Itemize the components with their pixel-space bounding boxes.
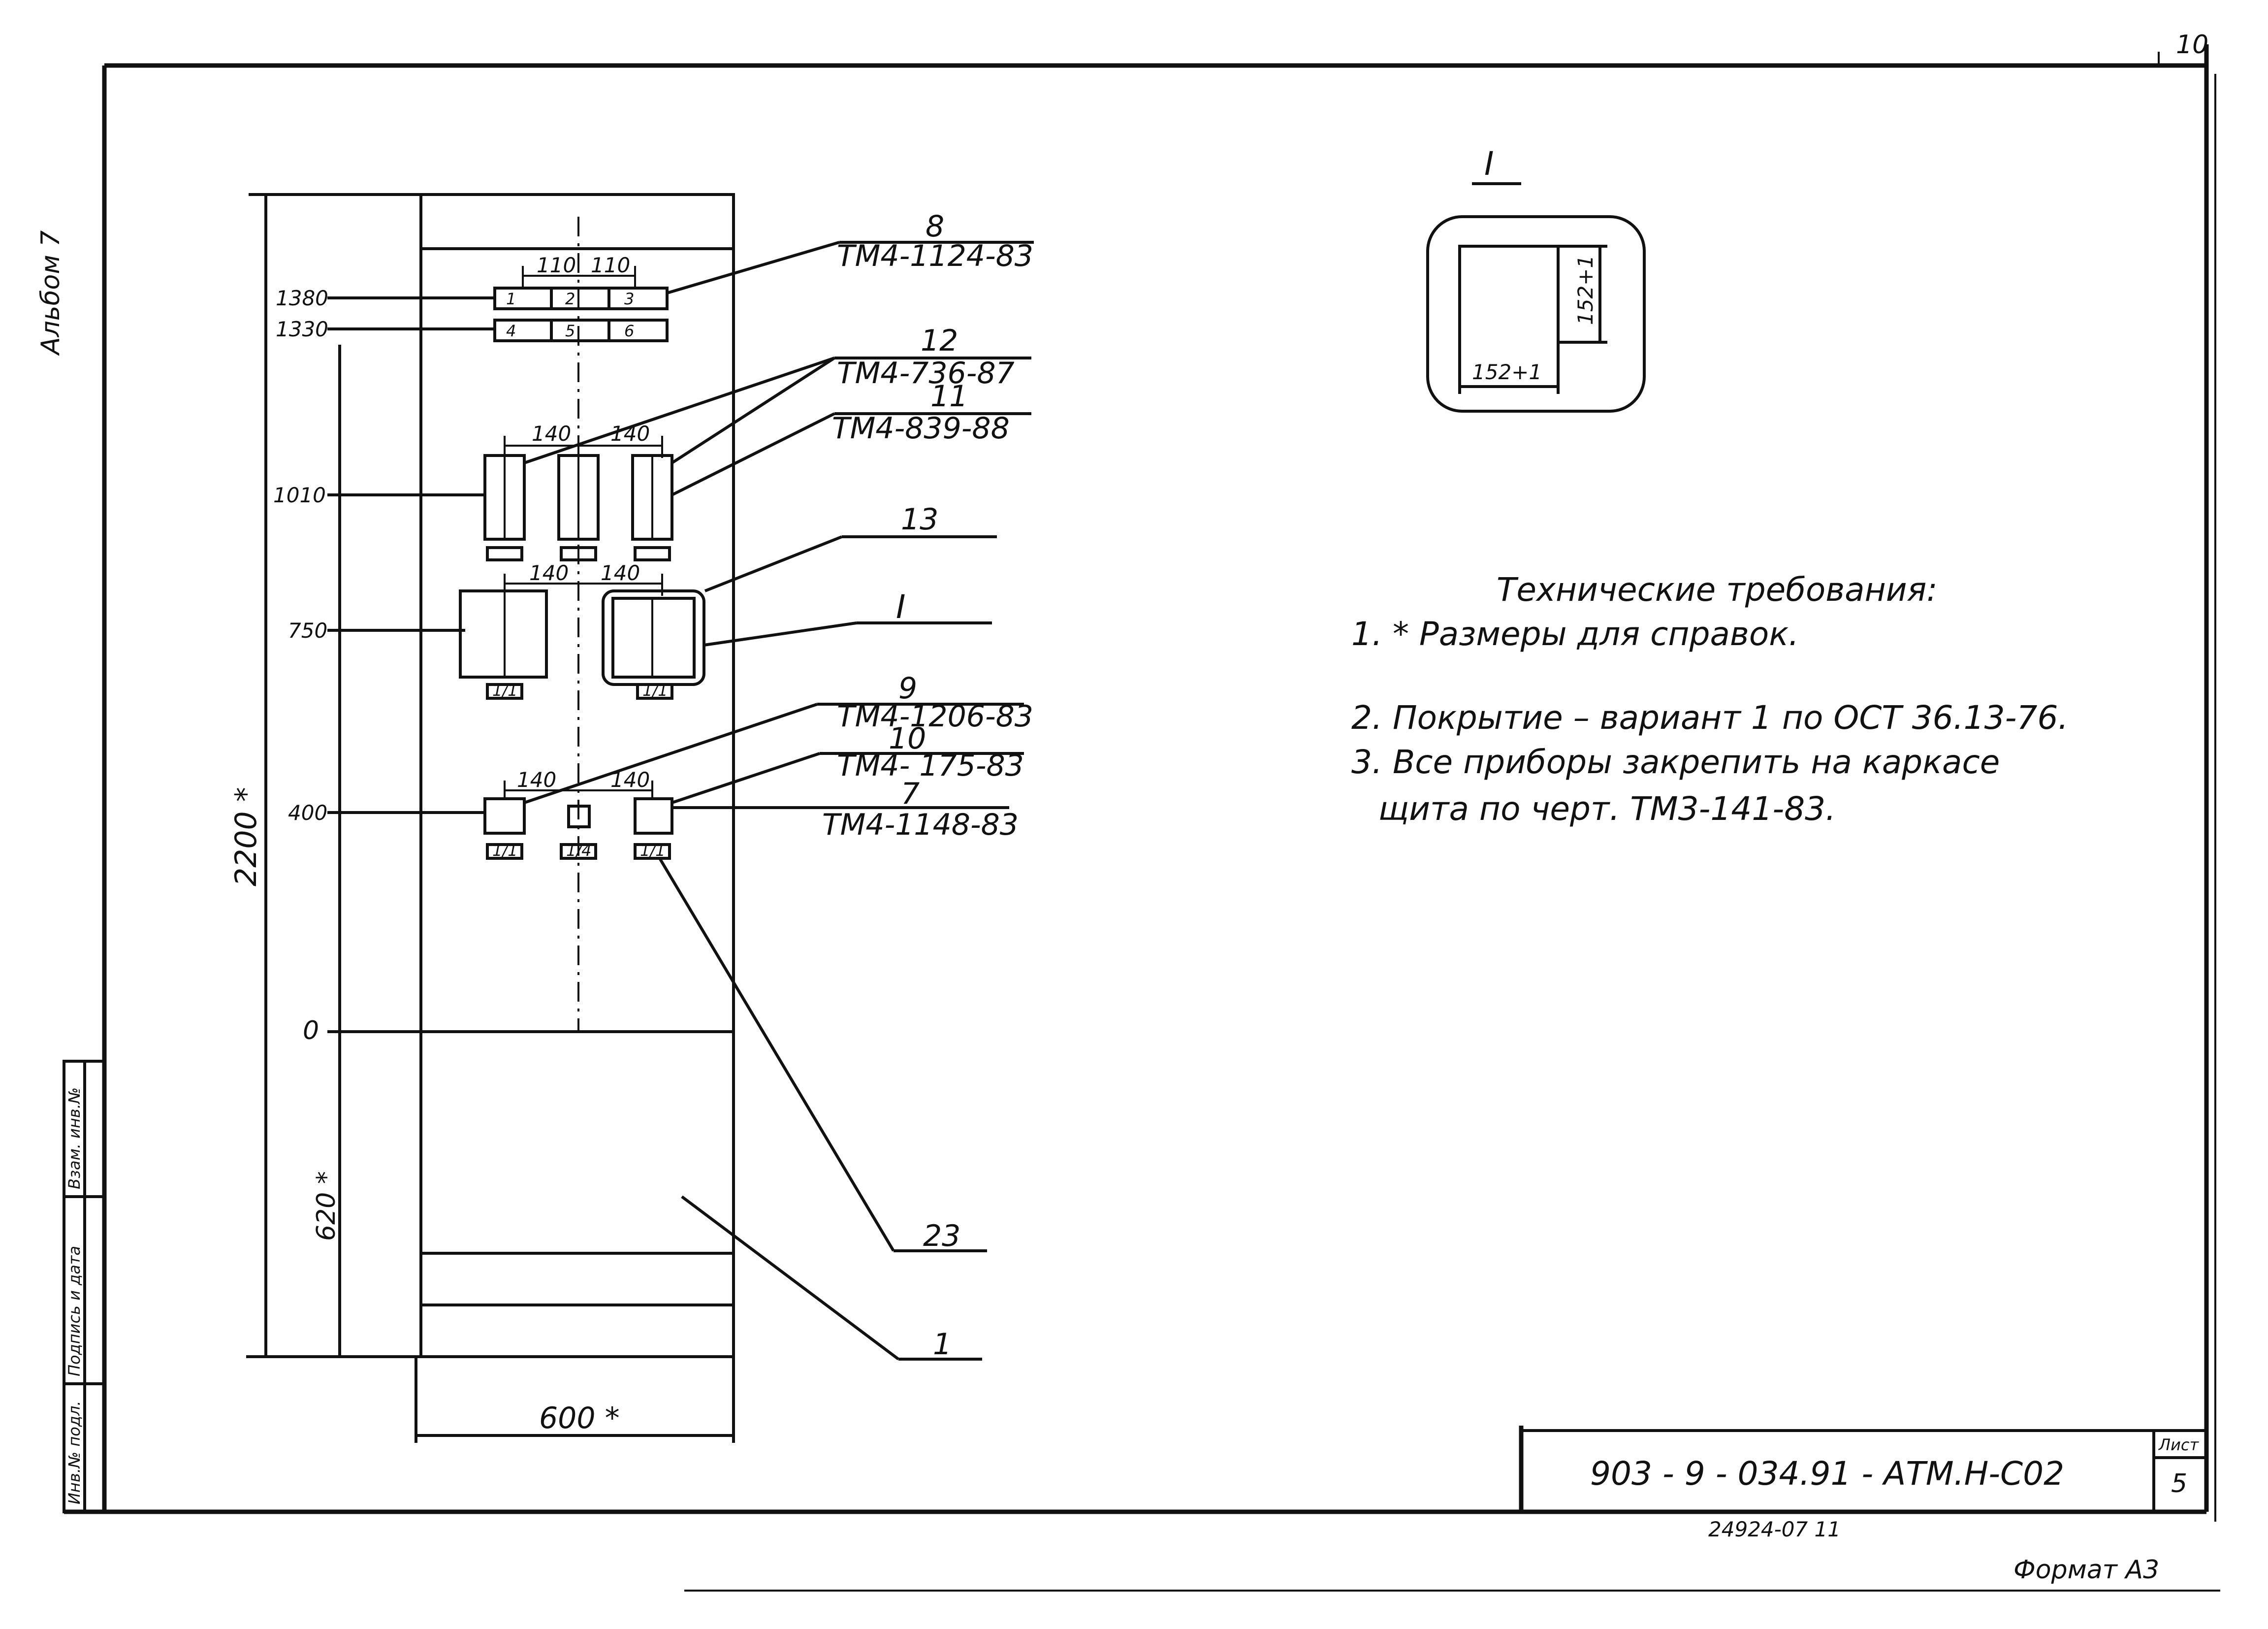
level-1330: 1330 (276, 317, 328, 341)
row4-tag-a: 1/1 (492, 841, 518, 860)
cabinet-front-view (419, 193, 735, 1358)
detail-title: I (1484, 145, 1494, 183)
detail-dim-width: 152+1 (1472, 360, 1542, 384)
requirements-heading: Технические требования: (1497, 571, 1938, 609)
sheet-frame (64, 44, 2220, 1592)
row3-tag-a: 1/1 (492, 681, 518, 700)
archive-number: 24924-07 11 (1708, 1517, 1841, 1541)
row4-spacing-a: 140 (517, 768, 556, 792)
level-750: 750 (288, 619, 327, 643)
terminal-strips (493, 266, 669, 342)
cell-2: 2 (565, 290, 575, 308)
callout-13-num: 13 (901, 502, 938, 537)
sheet-label: Лист (2158, 1435, 2199, 1454)
level-lines (327, 296, 495, 1033)
callout-10-ref: ТМ4- 175-83 (837, 749, 1024, 783)
row2-spacing-a: 140 (532, 422, 571, 446)
callout-9-ref: ТМ4-1206-83 (837, 699, 1033, 734)
callout-8-ref: ТМ4-1124-83 (837, 239, 1033, 273)
row1-spacing-a: 110 (537, 253, 576, 277)
callout-7-ref: ТМ4-1148-83 (822, 808, 1019, 842)
title-block (1519, 1426, 2206, 1512)
base-dimension: 620 * (312, 1171, 341, 1241)
requirement-3: 3. Все приборы закрепить на каркасе (1351, 743, 2000, 781)
document-code: 903 - 9 - 034.91 - АТМ.Н-С02 (1590, 1455, 2064, 1493)
cell-4: 4 (506, 322, 516, 340)
height-dimension: 2200 * (229, 787, 263, 886)
cell-6: 6 (624, 322, 634, 340)
stamp-inv-podl: Инв.№ подл. (65, 1401, 84, 1504)
row3-spacing-a: 140 (529, 561, 569, 585)
row4-tag-c: 1/1 (640, 841, 666, 860)
leader-lines (524, 241, 1034, 1361)
cell-5: 5 (565, 322, 575, 340)
level-1380: 1380 (276, 286, 328, 310)
level-400: 400 (288, 801, 327, 825)
album-label: Альбом 7 (36, 230, 65, 356)
instrument-row-400 (483, 781, 673, 860)
callout-1-num: 1 (933, 1327, 952, 1362)
requirement-1: 1. * Размеры для справок. (1351, 615, 1799, 653)
stamp-vzam-inv: Взам. инв.№ (65, 1087, 84, 1189)
instrument-row-1010 (483, 436, 673, 561)
row4-tag-b: 1/4 (566, 841, 592, 860)
row2-spacing-b: 140 (610, 422, 650, 446)
callout-11-num: 11 (930, 379, 968, 414)
sheet-number: 5 (2171, 1469, 2187, 1499)
stamp-strip (63, 1060, 106, 1513)
sheet-corner-number: 10 (2176, 30, 2208, 60)
callout-11-ref: ТМ4-839-88 (832, 411, 1010, 446)
callout-12-ref: ТМ4-736-87 (837, 356, 1015, 391)
callout-12-num: 12 (921, 324, 958, 358)
level-1010: 1010 (273, 483, 326, 507)
row3-spacing-b: 140 (601, 561, 640, 585)
callout-I-num: I (896, 588, 905, 626)
row1-spacing-b: 110 (591, 253, 630, 277)
technical-requirements: Технические требования: 1. * Размеры для… (1351, 571, 2068, 828)
cell-1: 1 (506, 290, 516, 308)
format-note: Формат А3 (2013, 1555, 2159, 1585)
width-dimension: 600 * (539, 1401, 620, 1435)
callout-9-num: 9 (898, 671, 917, 706)
dimension-lines (246, 193, 735, 1443)
cell-3: 3 (624, 290, 634, 308)
instrument-row-750 (459, 574, 705, 700)
requirement-3-cont: щита по черт. ТМ3-141-83. (1378, 790, 1836, 828)
detail-I (1426, 182, 1646, 413)
callout-8-num: 8 (926, 209, 944, 244)
callout-23-num: 23 (923, 1219, 960, 1253)
stamp-sign-date: Подпись и дата (65, 1246, 84, 1376)
level-0: 0 (303, 1016, 319, 1045)
requirement-2: 2. Покрытие – вариант 1 по ОСТ 36.13-76. (1351, 699, 2068, 737)
detail-dim-height: 152+1 (1573, 255, 1597, 325)
row3-tag-b: 1/1 (642, 681, 668, 700)
callout-7-num: 7 (901, 777, 920, 811)
callout-10-num: 10 (889, 721, 926, 756)
